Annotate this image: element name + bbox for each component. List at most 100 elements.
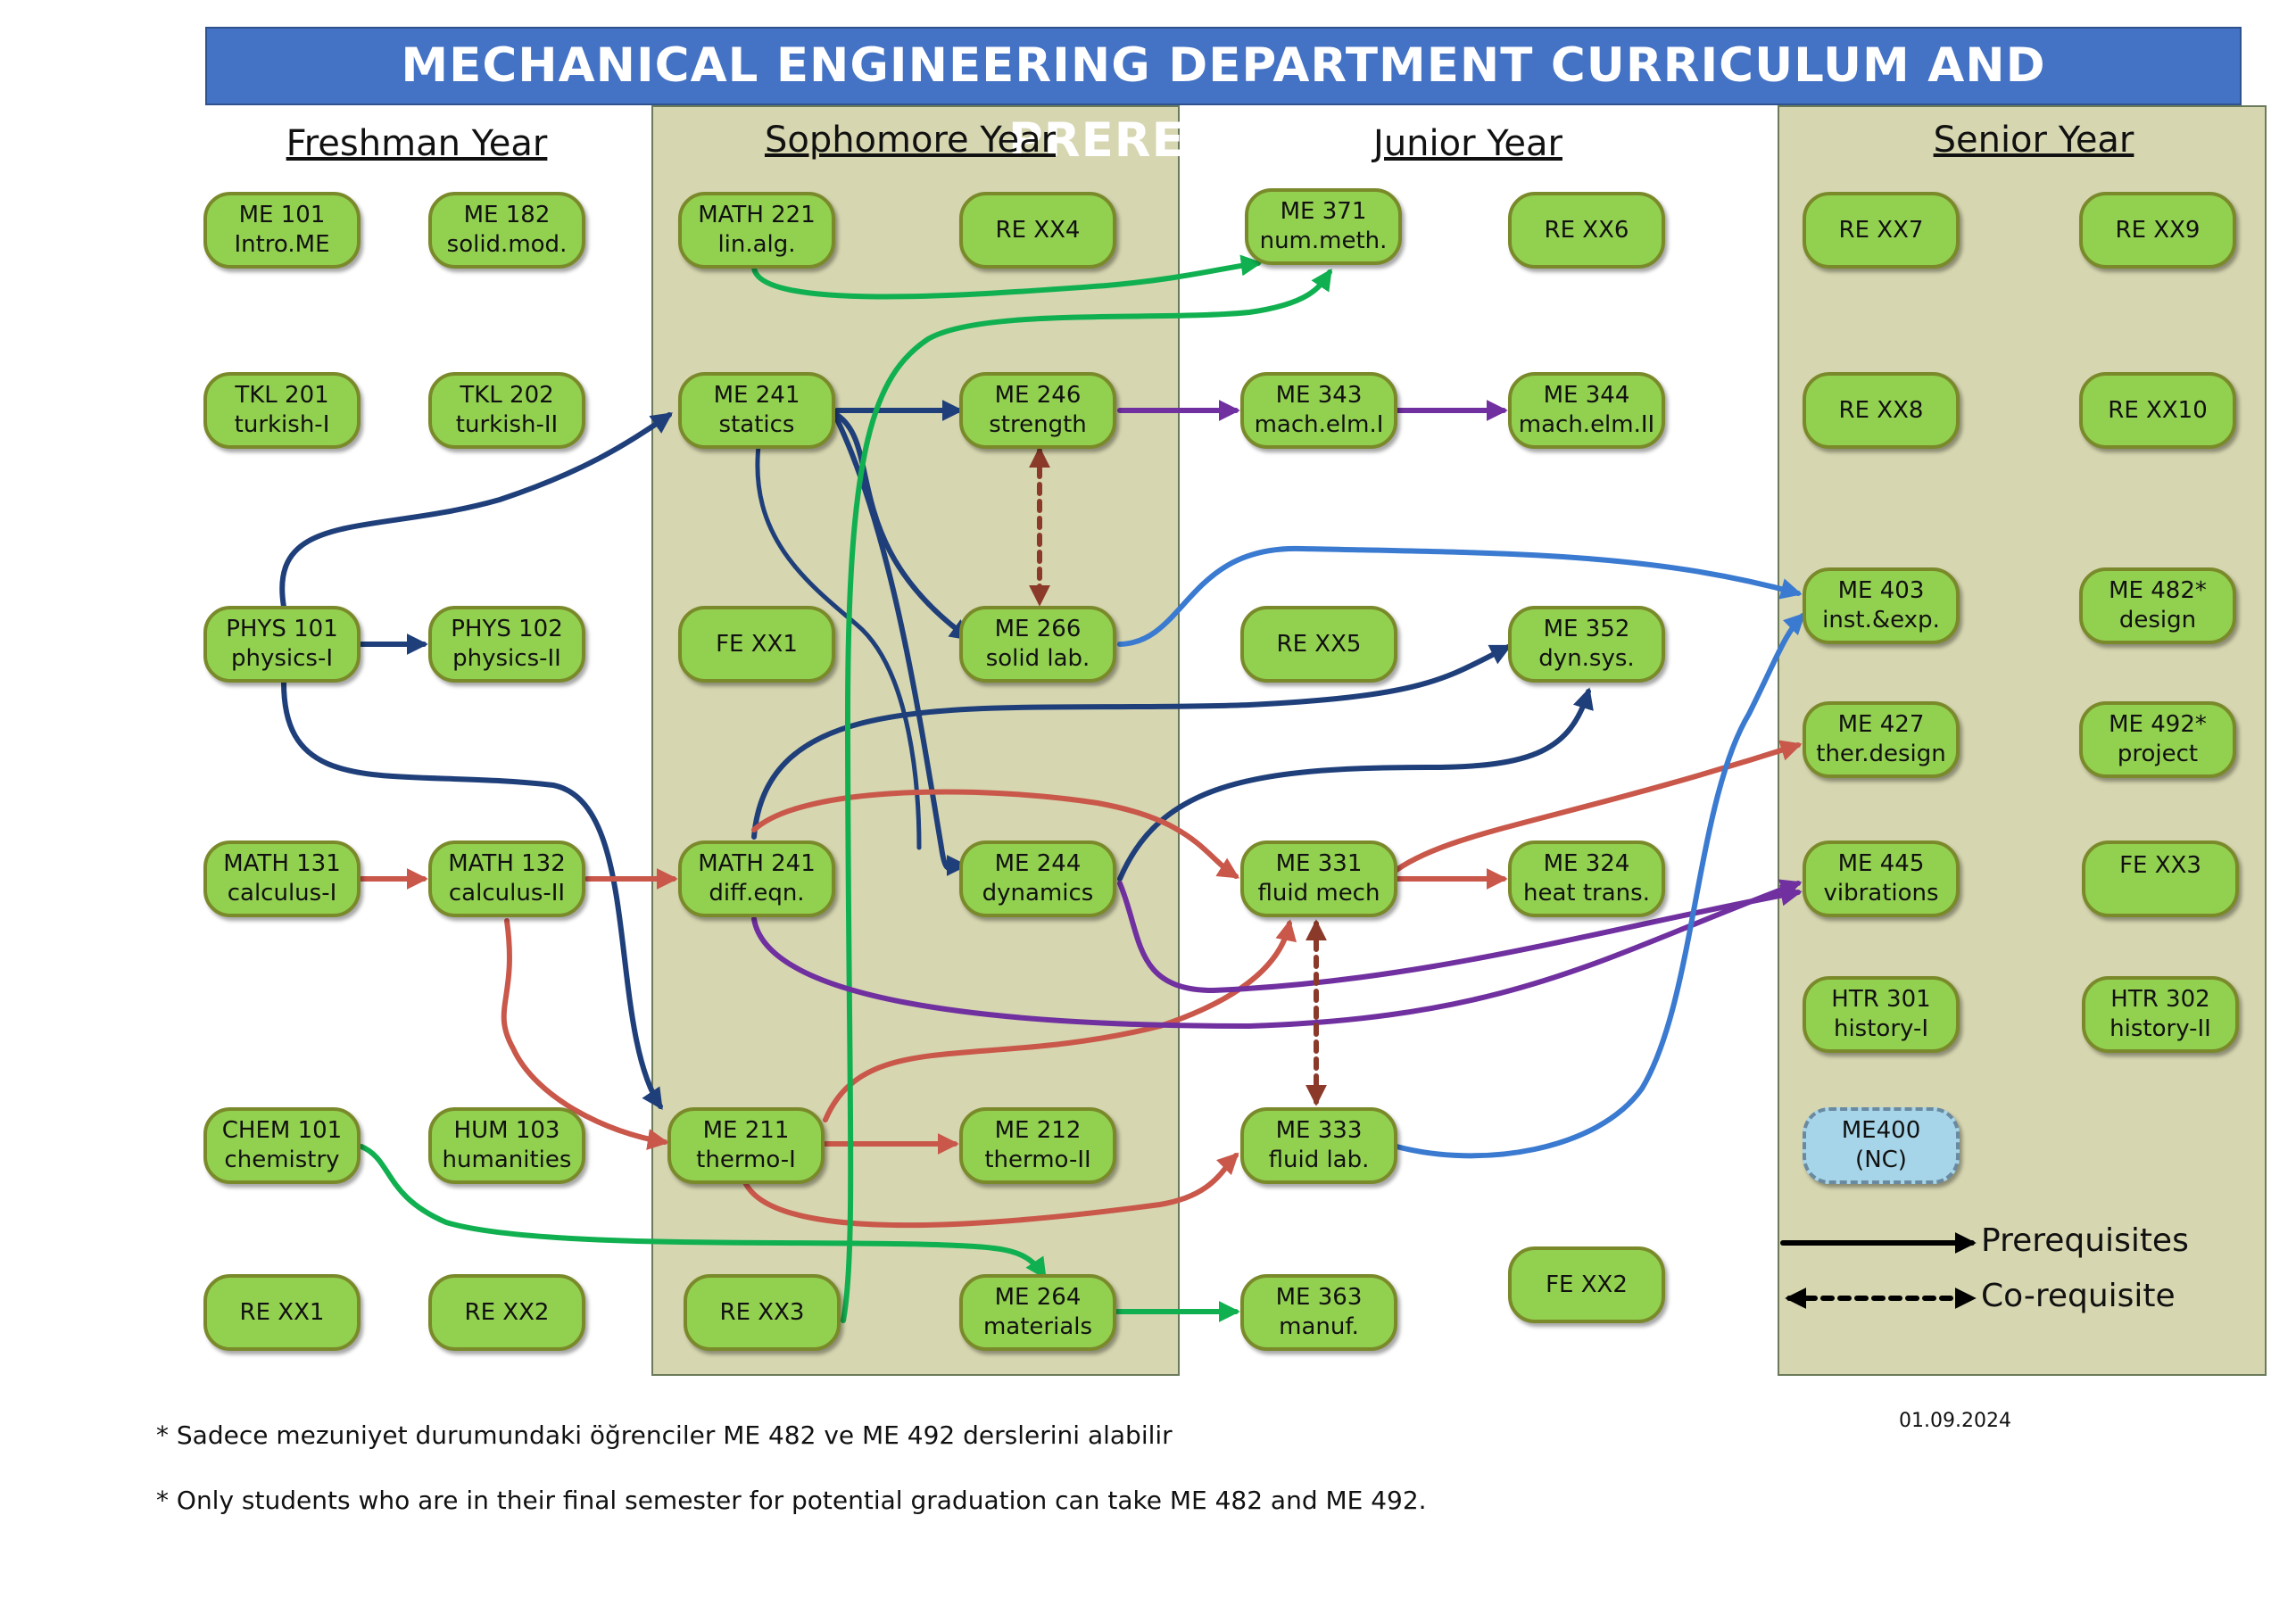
link-math241-me331 [751,789,1240,879]
course-code: FE XX3 [2119,852,2201,879]
course-title: calculus-I [227,880,337,907]
course-rexx7[interactable]: RE XX7 [1803,192,1960,269]
course-me492[interactable]: ME 492*project [2079,701,2236,778]
course-code: HUM 103 [453,1117,560,1144]
legend-prerequisites-label: Prerequisites [1981,1222,2189,1259]
course-code: ME 246 [994,382,1082,409]
link-me241-me244 [834,417,968,877]
year-heading-freshman: Freshman Year [286,123,548,164]
course-code: ME 492* [2109,711,2207,738]
course-rexx9[interactable]: RE XX9 [2079,192,2236,269]
course-title: strength [989,411,1087,438]
course-rexx10[interactable]: RE XX10 [2079,372,2236,449]
course-code: RE XX7 [1838,216,1924,244]
course-rexx8[interactable]: RE XX8 [1803,372,1960,449]
course-title: lin.alg. [717,231,796,258]
course-code: RE XX2 [464,1298,550,1326]
link-me333-me403 [1394,612,1806,1159]
footnote-turkish: * Sadece mezuniyet durumundaki öğrencile… [156,1420,1173,1450]
course-title: materials [982,1313,1093,1340]
course-rexx6[interactable]: RE XX6 [1508,192,1665,269]
link-me266-me403 [1117,545,1803,647]
course-code: MATH 241 [698,850,816,877]
course-title: thermo-I [696,1147,796,1173]
course-code: ME 211 [702,1117,790,1144]
link-me211-me333 [742,1152,1239,1229]
course-me211[interactable]: ME 211 thermo-I [667,1107,825,1184]
course-title: history-I [1833,1015,1929,1042]
course-chem101[interactable]: CHEM 101 chemistry [203,1107,361,1184]
course-code: ME 101 [238,202,326,228]
link-phys101-me241 [279,412,673,609]
course-rexx3[interactable]: RE XX3 [684,1274,841,1351]
link-rexx3-me371 [841,269,1332,1323]
course-rexx2[interactable]: RE XX2 [428,1274,585,1351]
link-phys101-me211 [281,680,663,1110]
course-rexx4[interactable]: RE XX4 [959,192,1116,269]
course-code: PHYS 102 [451,616,563,642]
course-title: (NC) [1855,1147,1907,1173]
course-title: num.meth. [1259,228,1388,254]
course-code: ME 266 [994,616,1082,642]
course-title: ther.design [1816,741,1946,767]
course-me266[interactable]: ME 266 solid lab. [959,606,1116,683]
link-me244-me352 [1117,687,1594,882]
course-title: turkish-I [234,411,330,438]
year-heading-junior: Junior Year [1373,123,1562,164]
course-code: MATH 132 [448,850,566,877]
footnote-english: * Only students who are in their final s… [156,1486,1427,1515]
course-me400[interactable]: ME400(NC) [1803,1107,1960,1184]
course-code: RE XX1 [239,1298,325,1326]
course-code: ME 427 [1837,711,1925,738]
course-math221[interactable]: MATH 221 lin.alg. [678,192,835,269]
course-me482[interactable]: ME 482*design [2079,567,2236,644]
course-fexx3[interactable]: FE XX3 [2082,840,2239,917]
course-hum103[interactable]: HUM 103 humanities [428,1107,585,1184]
course-me427[interactable]: ME 427 ther.design [1803,701,1960,778]
link-math221-me371 [751,254,1263,300]
course-title: solid lab. [985,645,1090,672]
course-rexx1[interactable]: RE XX1 [203,1274,361,1351]
course-title: Intro.ME [234,231,330,258]
course-fexx2[interactable]: FE XX2 [1508,1246,1665,1323]
course-code: ME 182 [463,202,551,228]
course-rexx5[interactable]: RE XX5 [1240,606,1397,683]
course-code: MATH 131 [223,850,341,877]
course-title: dyn.sys. [1538,645,1635,672]
page-title: MECHANICAL ENGINEERING DEPARTMENT CURRIC… [205,27,2242,168]
link-math241-me445 [751,879,1803,1030]
course-code: RE XX5 [1276,630,1362,658]
course-title: chemistry [224,1147,340,1173]
course-code: MATH 221 [698,202,816,228]
course-math131[interactable]: MATH 131 calculus-I [203,840,361,917]
course-title: humanities [442,1147,572,1173]
course-code: CHEM 101 [221,1117,343,1144]
course-fexx1[interactable]: FE XX1 [678,606,835,683]
